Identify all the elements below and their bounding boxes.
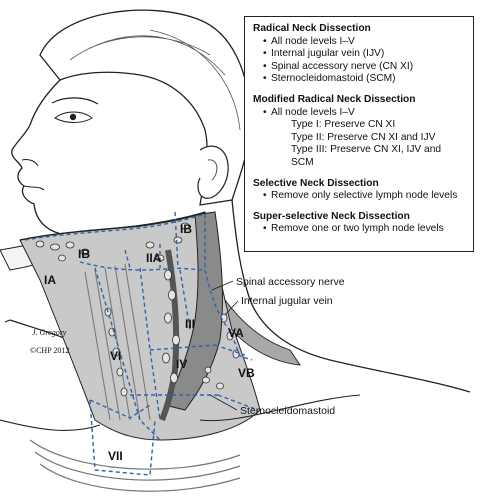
internal-jugular-vein — [159, 249, 180, 422]
lips — [23, 185, 45, 191]
radical-item: All node levels I–V — [263, 36, 465, 49]
callout-leaders — [209, 280, 239, 411]
level-ia-label: IA — [44, 273, 56, 287]
modified-item: All node levels I–V — [263, 107, 465, 120]
ear-inner — [207, 159, 218, 181]
radical-section: Radical Neck Dissection All node levels … — [253, 23, 465, 86]
radical-item: Internal jugular vein (IJV) — [263, 48, 465, 61]
radical-title: Radical Neck Dissection — [253, 23, 371, 34]
level-ib-left-label: IB — [78, 247, 90, 261]
superselective-item: Remove one or two lymph node levels — [263, 223, 465, 236]
level-va-label: VA — [228, 326, 244, 340]
lymph-nodes — [35, 222, 240, 397]
sternocleidomastoid-callout: Sternocleidomastoid — [240, 405, 335, 417]
level-iv-label: IV — [176, 357, 187, 371]
internal-jugular-vein-callout: Internal jugular vein — [241, 295, 333, 307]
level-iii-label: III — [185, 317, 195, 331]
nostril — [21, 159, 39, 167]
ear — [197, 145, 229, 199]
modified-subitem: Type II: Preserve CN XI and IJV — [291, 131, 436, 143]
modified-title: Modified Radical Neck Dissection — [253, 93, 416, 105]
modified-section: Modified Radical Neck Dissection All nod… — [253, 94, 465, 170]
spinal-accessory-nerve-callout: Spinal accessory nerve — [236, 276, 345, 288]
face-profile — [11, 79, 123, 238]
artist-signature: J. Gregory — [32, 328, 67, 337]
clavicle — [0, 394, 361, 431]
selective-title: Selective Neck Dissection — [253, 177, 379, 189]
modified-subitem: Type III: Preserve CN XI, IJV and SCM — [291, 144, 442, 168]
selective-section: Selective Neck Dissection Remove only se… — [253, 178, 465, 203]
neck-dissection-legend: Radical Neck Dissection All node levels … — [244, 16, 474, 252]
superselective-title: Super-selective Neck Dissection — [253, 210, 410, 222]
trapezius-muscle — [224, 299, 301, 366]
radical-item: Sternocleidomastoid (SCM) — [263, 73, 465, 86]
level-vi-label: VI — [110, 349, 121, 363]
mandible — [19, 211, 206, 241]
eyebrow — [51, 97, 99, 105]
neck-back — [231, 199, 471, 393]
level-ib-right-label: IB — [180, 222, 192, 236]
level-vii-label: VII — [108, 449, 123, 463]
pupil — [69, 113, 77, 121]
hair-strands — [69, 29, 241, 131]
level-iia-label: IIA — [146, 251, 162, 265]
radical-item: Spinal accessory nerve (CN XI) — [263, 61, 465, 74]
trachea-rings — [29, 439, 241, 492]
level-vb-label: VB — [238, 366, 255, 380]
modified-subitem: Type I: Preserve CN XI — [291, 119, 396, 131]
copyright-text: ©CHP 2012 — [30, 346, 69, 355]
superselective-section: Super-selective Neck Dissection Remove o… — [253, 211, 465, 236]
selective-item: Remove only selective lymph node levels — [263, 190, 465, 203]
hair — [39, 9, 251, 206]
level-boundaries — [24, 211, 259, 476]
